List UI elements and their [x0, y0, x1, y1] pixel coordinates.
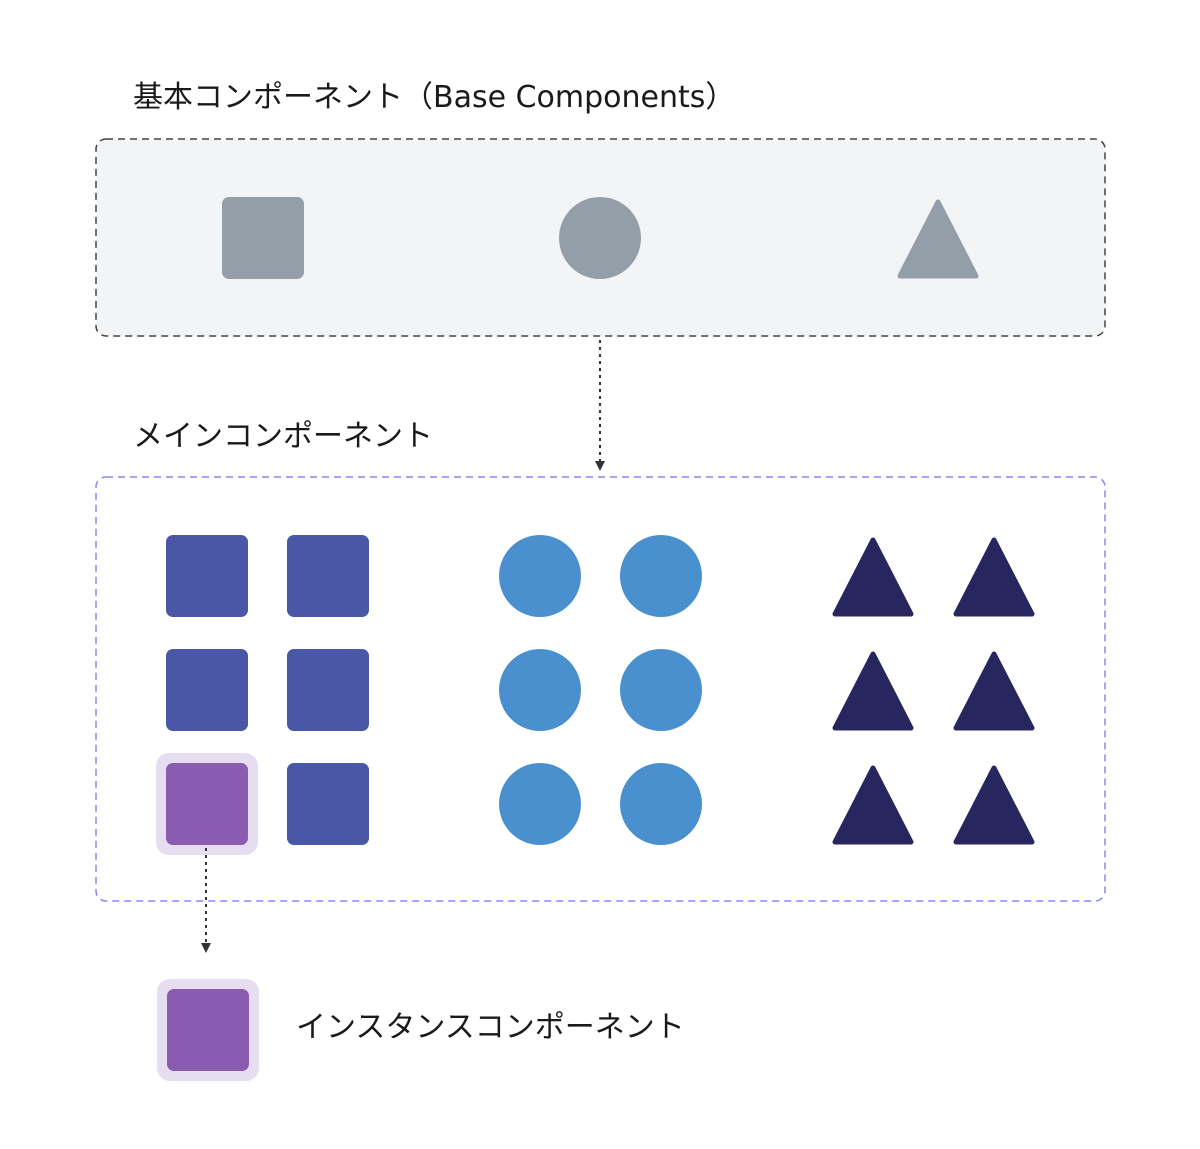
main-circle: [620, 649, 702, 731]
main-triangle: [953, 651, 1035, 731]
base-triangle: [897, 199, 979, 279]
main-circle: [499, 649, 581, 731]
main-triangle: [832, 651, 914, 731]
instance-component-label: インスタンスコンポーネント: [296, 1010, 685, 1045]
main-circle: [620, 535, 702, 617]
main-square: [287, 649, 369, 731]
main-circle: [499, 535, 581, 617]
main-square-selected: [166, 763, 248, 845]
main-square: [287, 535, 369, 617]
main-components-panel: [95, 476, 1106, 902]
base-components-title: 基本コンポーネント（Base Components）: [133, 80, 736, 115]
instance-shape-group: [157, 979, 259, 1081]
main-components-title: メインコンポーネント: [133, 419, 433, 454]
base-circle: [559, 197, 641, 279]
main-triangle: [832, 765, 914, 845]
main-circle: [499, 763, 581, 845]
main-square: [287, 763, 369, 845]
base-shapes-group: [222, 197, 979, 279]
main-square: [166, 535, 248, 617]
main-circle: [620, 763, 702, 845]
main-shapes-group: [156, 535, 1035, 855]
main-triangle: [832, 537, 914, 617]
instance-square: [167, 989, 249, 1071]
main-triangle: [953, 537, 1035, 617]
main-square: [166, 649, 248, 731]
base-square: [222, 197, 304, 279]
main-triangle: [953, 765, 1035, 845]
